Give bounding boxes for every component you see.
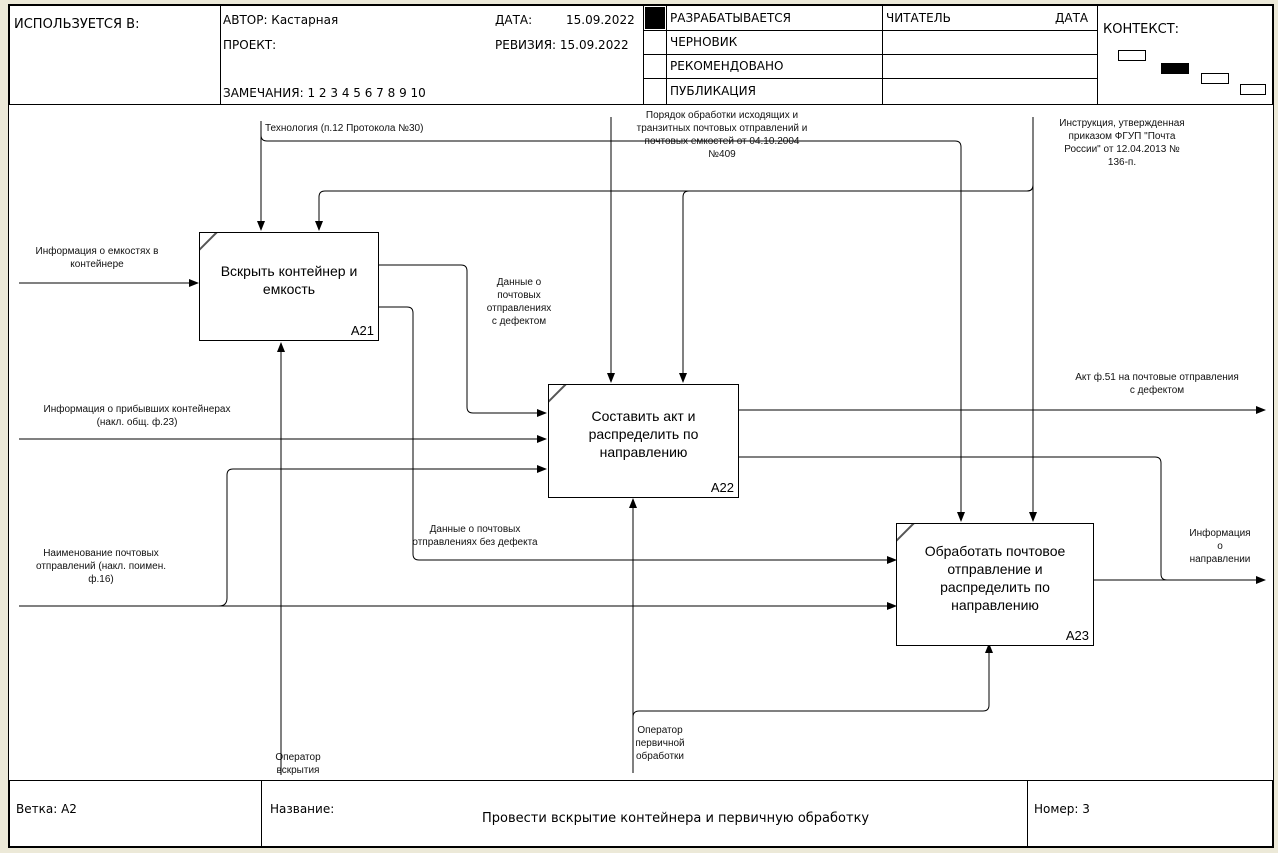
- status-draft: ЧЕРНОВИК: [670, 35, 738, 49]
- status-marker-divider: [644, 54, 666, 55]
- label-arrived-info: Информация о прибывших контейнерах (накл…: [43, 404, 231, 428]
- activity-number: A22: [710, 480, 734, 495]
- status-row: ЧЕРНОВИК: [667, 30, 882, 55]
- status-row: РАЗРАБАТЫВАЕТСЯ: [667, 6, 882, 31]
- context-box-3: [1201, 73, 1229, 84]
- reader-date-label: ДАТА: [1055, 11, 1089, 25]
- status-list-cell: РАЗРАБАТЫВАЕТСЯ ЧЕРНОВИК РЕКОМЕНДОВАНО П…: [666, 5, 883, 105]
- reader-row-divider: [883, 78, 1097, 79]
- number-label: Номер: 3: [1034, 802, 1090, 816]
- activity-title: Вскрыть контейнер и емкость: [220, 262, 358, 297]
- activity-box-a21[interactable]: Вскрыть контейнер и емкость A21: [199, 232, 379, 341]
- activity-box-a23[interactable]: Обработать почтовое отправление и распре…: [896, 523, 1094, 646]
- arrow-names-branch: [218, 465, 547, 607]
- label-instruction: Инструкция, утвержденная приказом ФГУП "…: [1059, 118, 1185, 168]
- notes-label: ЗАМЕЧАНИЯ: 1 2 3 4 5 6 7 8 9 10: [223, 86, 426, 100]
- activity-title: Составить акт и распределить по направле…: [588, 408, 699, 460]
- date-label: ДАТА:: [495, 13, 533, 27]
- label-defect-data: Данные о почтовых отправлениях с дефекто…: [486, 277, 552, 327]
- footer-node-cell: Ветка: A2: [9, 780, 262, 847]
- arrow-defect-data: [379, 264, 547, 417]
- revision-label: РЕВИЗИЯ: 15.09.2022: [495, 38, 629, 52]
- status-row: РЕКОМЕНДОВАНО: [667, 54, 882, 79]
- status-marker-filled: [645, 7, 665, 29]
- context-box-4: [1240, 84, 1266, 95]
- project-label: ПРОЕКТ:: [223, 38, 277, 52]
- label-open-operator: Оператор вскрытия: [275, 752, 321, 776]
- activity-title: Обработать почтовое отправление и распре…: [924, 542, 1066, 613]
- status-marker-cell: [643, 5, 667, 105]
- reader-cell: ЧИТАТЕЛЬ ДАТА: [882, 5, 1098, 105]
- header-used-in-cell: ИСПОЛЬЗУЕТСЯ В:: [9, 5, 221, 105]
- context-cell: КОНТЕКСТ:: [1097, 5, 1273, 105]
- label-technology: Технология (п.12 Протокола №30): [265, 123, 424, 134]
- title-label: Название:: [270, 802, 335, 816]
- status-row: ПУБЛИКАЦИЯ: [667, 78, 882, 104]
- header-author-cell: АВТОР: Кастарная ПРОЕКТ: ДАТА: 15.09.202…: [220, 5, 644, 105]
- reader-label: ЧИТАТЕЛЬ: [886, 11, 951, 25]
- label-no-defect-data: Данные о почтовых отправлениях без дефек…: [412, 524, 538, 548]
- reader-row-divider: [883, 30, 1097, 31]
- arrows-layer: [19, 117, 1266, 775]
- activity-number: A21: [350, 323, 374, 338]
- label-order: Порядок обработки исходящих и транзитных…: [636, 110, 808, 160]
- context-box-current: [1161, 63, 1189, 74]
- label-act: Акт ф.51 на почтовые отправления с дефек…: [1075, 372, 1239, 396]
- node-label: Ветка: A2: [16, 802, 77, 816]
- reader-row-divider: [883, 54, 1097, 55]
- arrow-technology-branch: [260, 134, 965, 522]
- date-value: 15.09.2022: [566, 13, 635, 27]
- author-label: АВТОР: Кастарная: [223, 13, 339, 27]
- status-developing: РАЗРАБАТЫВАЕТСЯ: [670, 11, 792, 25]
- status-marker-divider: [644, 30, 666, 31]
- used-in-label: ИСПОЛЬЗУЕТСЯ В:: [14, 17, 140, 32]
- status-marker-divider: [644, 78, 666, 79]
- arrow-no-defect-data: [379, 306, 897, 564]
- label-names: Наименование почтовых отправлений (накл.…: [35, 548, 166, 585]
- arrow-instruction-a22: [679, 184, 1034, 383]
- label-primary-operator: Оператор первичной обработки: [635, 725, 685, 762]
- context-label: КОНТЕКСТ:: [1103, 22, 1180, 37]
- label-container-info: Информация о емкостях в контейнере: [35, 246, 159, 270]
- footer-title-cell: Название: Провести вскрытие контейнера и…: [261, 780, 1028, 847]
- activity-box-a22[interactable]: Составить акт и распределить по направле…: [548, 384, 739, 498]
- context-box-1: [1118, 50, 1146, 61]
- footer-number-cell: Номер: 3: [1027, 780, 1273, 847]
- status-recommended: РЕКОМЕНДОВАНО: [670, 59, 784, 73]
- diagram-title: Провести вскрытие контейнера и первичную…: [482, 811, 870, 826]
- arrow-primary-operator-branch: [632, 643, 993, 718]
- label-direction-info: Информация о направлении: [1189, 528, 1251, 565]
- idef0-diagram-sheet: ИСПОЛЬЗУЕТСЯ В: АВТОР: Кастарная ПРОЕКТ:…: [8, 4, 1274, 848]
- status-publication: ПУБЛИКАЦИЯ: [670, 84, 756, 98]
- activity-number: A23: [1065, 628, 1089, 643]
- arrow-instruction-a21: [315, 184, 1034, 231]
